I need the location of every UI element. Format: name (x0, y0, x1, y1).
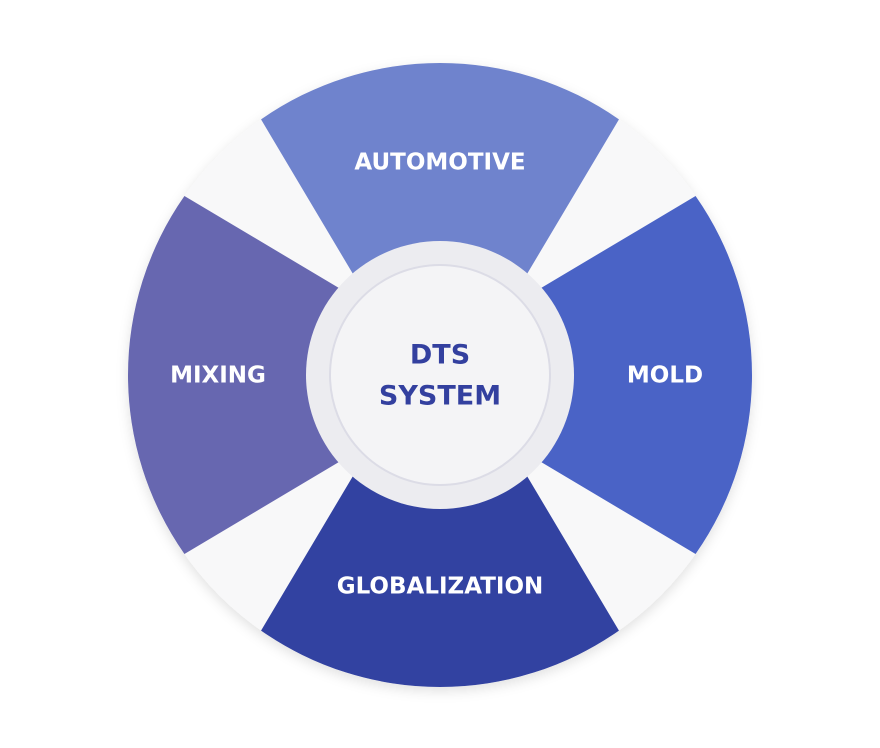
center-title-line1: DTS (410, 340, 470, 371)
segment-label-mold: MOLD (627, 363, 703, 389)
segment-globalization (261, 473, 619, 688)
segment-label-automotive: AUTOMOTIVE (354, 150, 525, 176)
segment-mixing (127, 196, 342, 554)
segment-mold (538, 196, 752, 554)
segment-label-globalization: GLOBALIZATION (337, 574, 544, 600)
center-hub (329, 264, 551, 486)
center-title-line2: SYSTEM (379, 381, 501, 412)
segment-automotive (261, 62, 619, 277)
segment-label-mixing: MIXING (170, 363, 266, 389)
